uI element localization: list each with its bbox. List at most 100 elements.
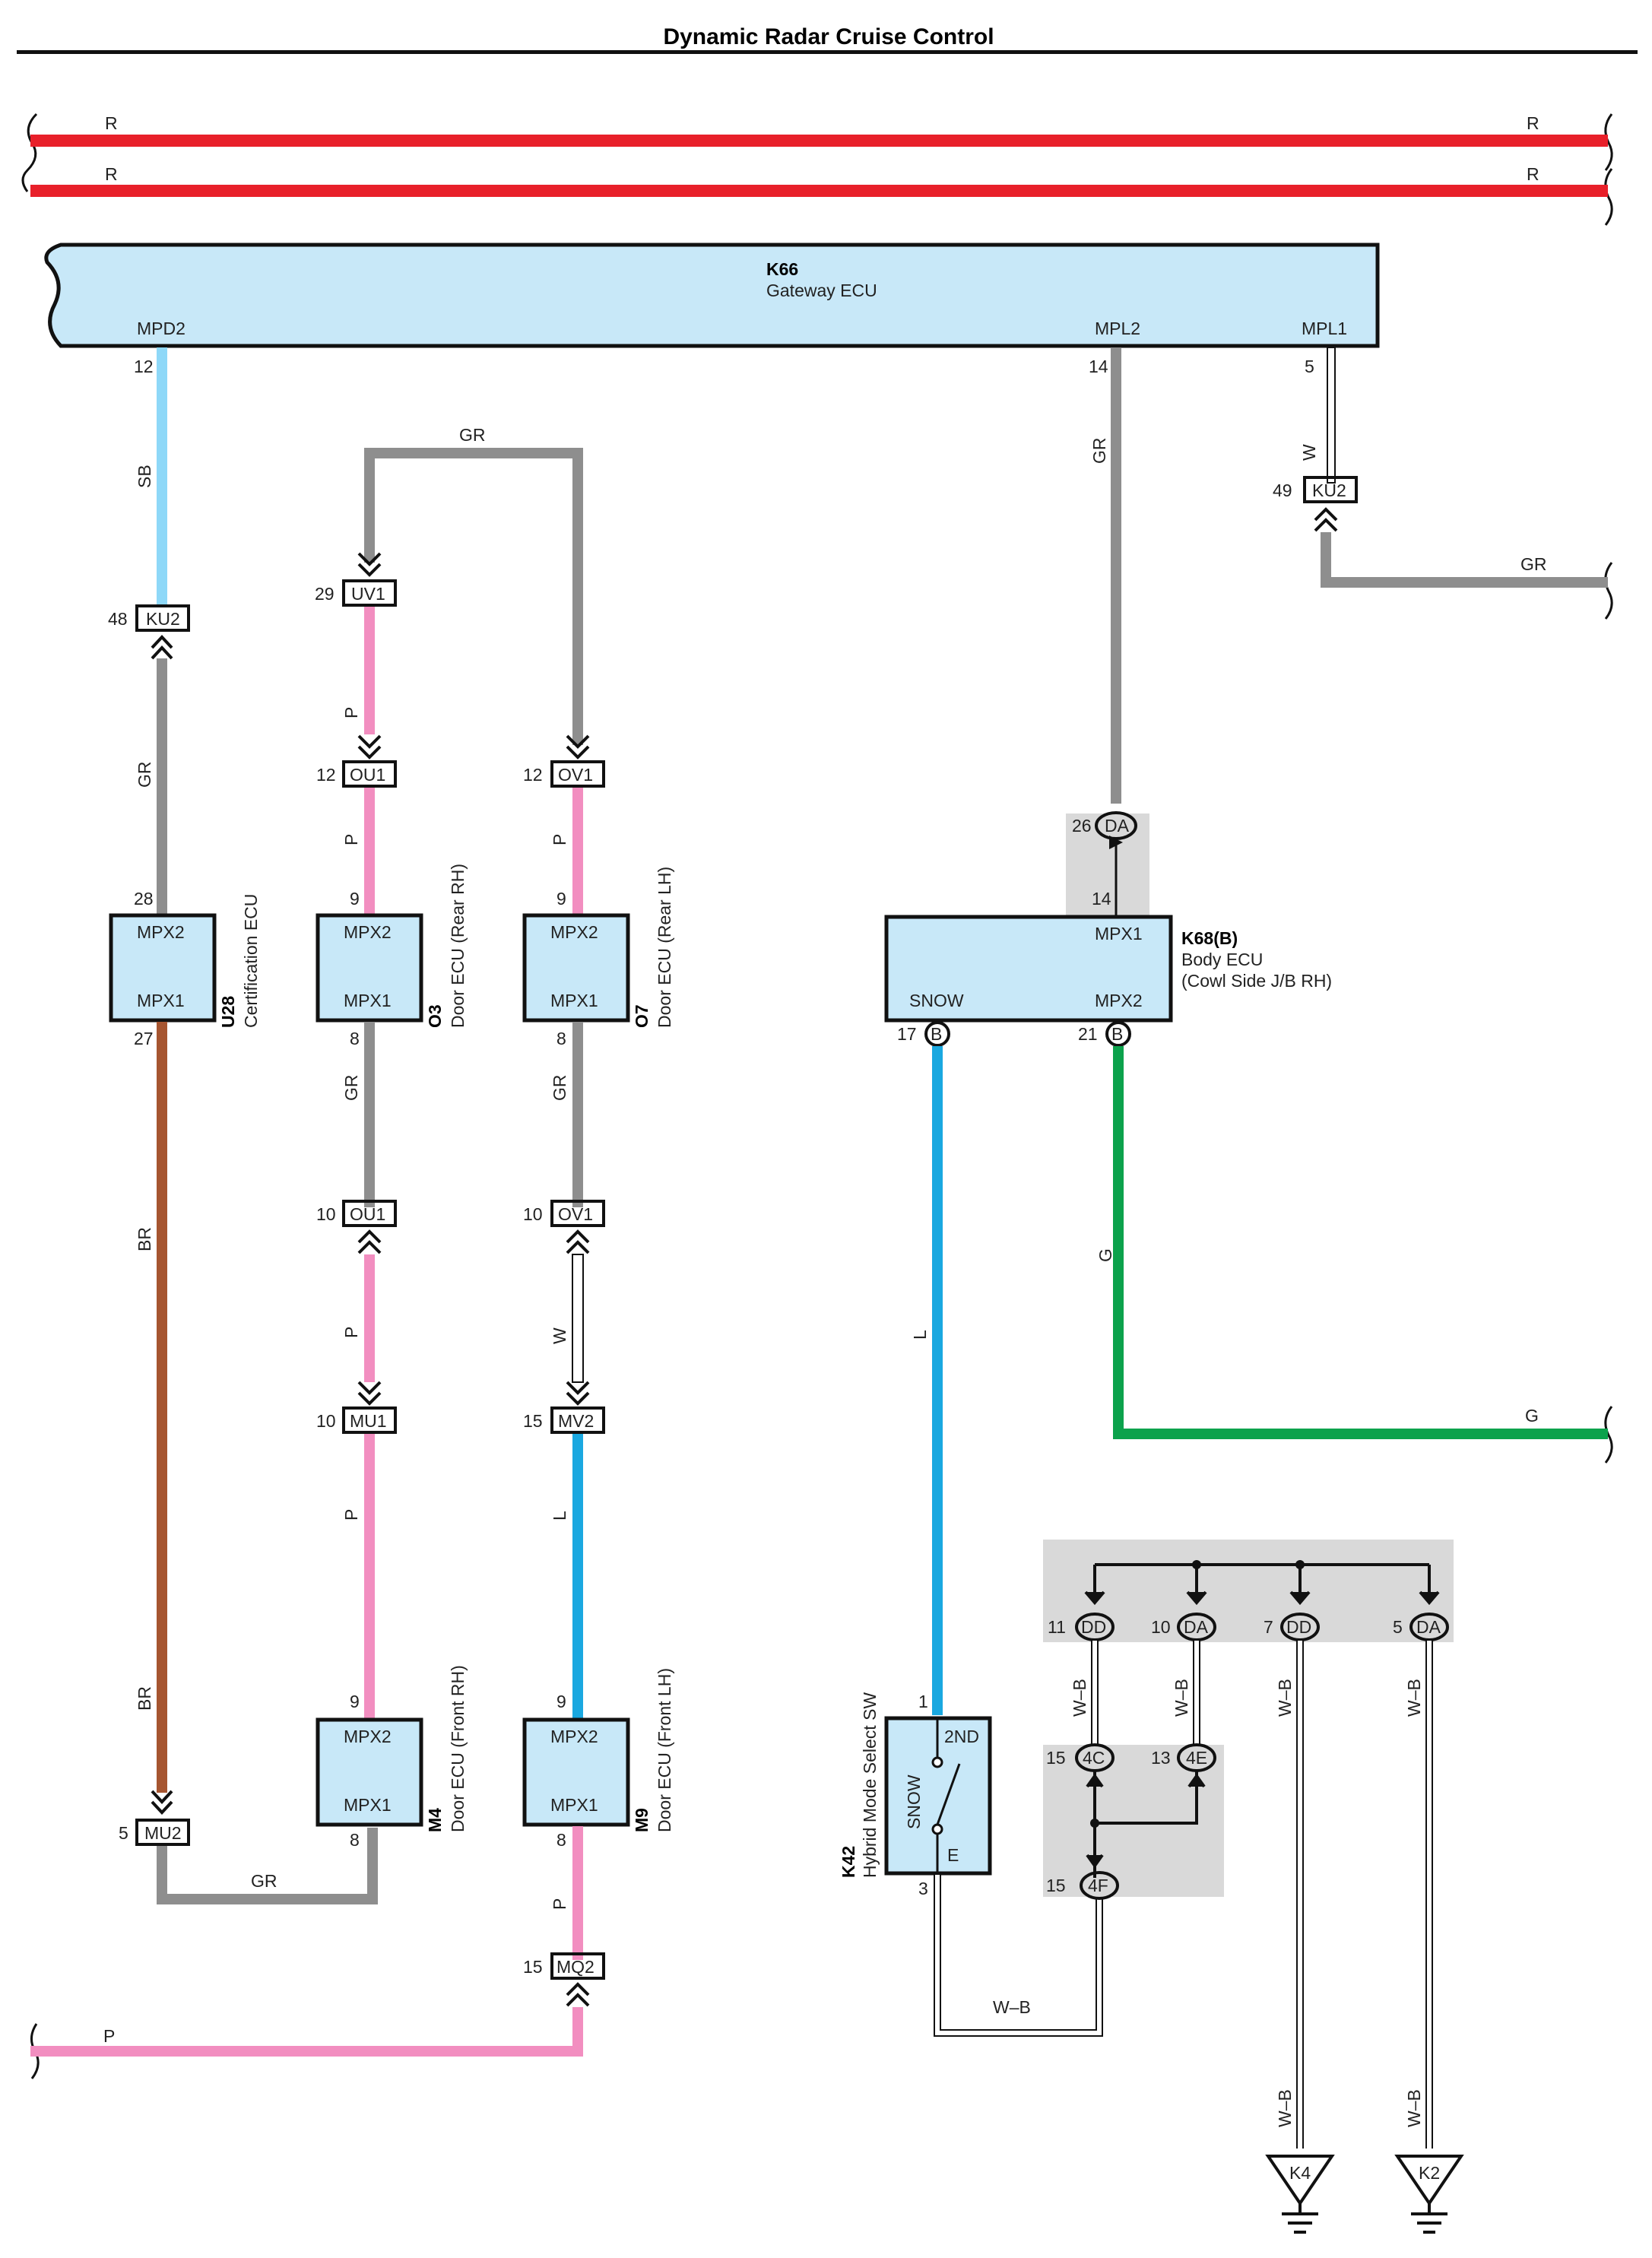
connector-da-26-pin: 26 xyxy=(1072,816,1092,836)
wire-p-ou1-o3 xyxy=(364,788,375,915)
diagram-title: Dynamic Radar Cruise Control xyxy=(663,24,994,49)
u28-mpx2: MPX2 xyxy=(137,922,185,942)
wire-sb xyxy=(157,347,167,604)
connector-4e-label: 4E xyxy=(1186,1748,1207,1768)
connector-mu2 xyxy=(135,1819,190,1846)
connector-da-10-label: DA xyxy=(1184,1617,1209,1637)
o7-pinno-bottom: 8 xyxy=(556,1029,566,1048)
wire-label-gr-o3: GR xyxy=(341,1075,361,1102)
connector-ov1-10-label: OV1 xyxy=(558,1204,593,1224)
wire-p-mu1-m4 xyxy=(364,1434,375,1718)
k42-id: K42 xyxy=(839,1846,858,1878)
m4-mpx1: MPX1 xyxy=(344,1795,392,1815)
connector-mu1-pin: 10 xyxy=(316,1411,336,1431)
wire-w-mpl1 xyxy=(1327,347,1336,484)
o7-id: O7 xyxy=(632,1004,652,1028)
wire-r-1 xyxy=(30,135,1608,147)
mv2-chevron xyxy=(566,1381,590,1406)
m4-door-ecu-front-rh: MPX2 MPX1 M4 Door ECU (Front RH) xyxy=(315,1665,468,1832)
wire-label-gr-right: GR xyxy=(1520,554,1547,574)
ou1-10-chevron xyxy=(357,1229,382,1254)
k68-snow: SNOW xyxy=(909,991,964,1010)
wire-label-wb-k42: W–B xyxy=(993,1997,1031,2017)
k68-mpx2: MPX2 xyxy=(1095,991,1143,1010)
connector-ou1-10 xyxy=(342,1200,397,1227)
connector-4f-label: 4F xyxy=(1088,1876,1108,1895)
connector-da-10-pin: 10 xyxy=(1151,1617,1171,1637)
o7-pinno-top: 9 xyxy=(556,889,566,909)
m9-door-ecu-front-lh: MPX2 MPX1 M9 Door ECU (Front LH) xyxy=(522,1668,674,1832)
k66-pinno-12: 12 xyxy=(134,357,154,376)
wire-label-l-2: L xyxy=(910,1330,930,1340)
u28-mpx1: MPX1 xyxy=(137,991,185,1010)
connector-k68-b-snow-label: B xyxy=(931,1024,942,1044)
wire-g xyxy=(1113,1046,1608,1439)
wire-label-br-1: BR xyxy=(135,1227,154,1251)
connector-4c-label: 4C xyxy=(1083,1748,1105,1768)
m9-mpx2: MPX2 xyxy=(550,1727,598,1746)
wire-l-snow xyxy=(932,1046,943,1715)
connector-ku2-48 xyxy=(135,604,190,632)
connector-mv2-pin: 15 xyxy=(523,1411,543,1431)
k68-pinno-mpx2: 21 xyxy=(1078,1024,1098,1044)
connector-dd-7-pin: 7 xyxy=(1264,1617,1273,1637)
connector-k68-b-mpx2 xyxy=(1105,1021,1131,1047)
connector-dd-11-pin: 11 xyxy=(1048,1617,1066,1637)
wire-label-wb-6: W–B xyxy=(1404,2089,1424,2127)
connector-mq2-label: MQ2 xyxy=(556,1957,595,1977)
o3-pinno-bottom: 8 xyxy=(350,1029,360,1048)
wire-gr-u28 xyxy=(157,658,167,915)
connector-mu1 xyxy=(342,1406,397,1434)
wire-label-wb-3: W–B xyxy=(1275,1679,1295,1717)
k68-pinno-snow: 17 xyxy=(897,1024,917,1044)
ou1-12-chevron xyxy=(357,734,382,760)
wire-gr-o3 xyxy=(364,1022,375,1207)
connector-uv1-label: UV1 xyxy=(351,584,385,604)
connector-ku2-48-pin: 48 xyxy=(108,609,128,629)
connector-4e-pin: 13 xyxy=(1151,1748,1171,1768)
k42-hybrid-mode-select-sw: 2ND SNOW E K42 Hybrid Mode Select SW xyxy=(839,1692,992,1878)
wb-junction-wires xyxy=(1091,1641,1433,2149)
connector-mu2-pin: 5 xyxy=(119,1823,128,1843)
wire-label-wb-5: W–B xyxy=(1275,2089,1295,2127)
m4-pinno-top: 9 xyxy=(350,1692,360,1711)
u28-pinno-bottom: 27 xyxy=(134,1029,154,1048)
connector-da-5 xyxy=(1409,1613,1449,1641)
wire-label-wb-4: W–B xyxy=(1404,1679,1424,1717)
ov1-10-chevron xyxy=(566,1229,590,1254)
wire-label-gr-mpl2: GR xyxy=(1089,438,1109,465)
connector-ku2-49-pin: 49 xyxy=(1273,480,1292,500)
connector-ou1-12-pin: 12 xyxy=(316,765,336,785)
wire-gr-loop-top xyxy=(364,448,583,745)
k42-e: E xyxy=(947,1845,959,1865)
wire-gr-ku2-49 xyxy=(1321,532,1608,588)
k66-pin-mpl2: MPL2 xyxy=(1095,319,1140,338)
wire-gr-mu2-m4 xyxy=(157,1828,378,1904)
k66-pinno-5: 5 xyxy=(1305,357,1314,376)
connector-da-5-label: DA xyxy=(1416,1617,1441,1637)
k66-gateway-ecu: K66 Gateway ECU MPD2 MPL2 MPL1 xyxy=(44,243,1380,348)
ku2-49-chevron xyxy=(1314,507,1338,532)
m4-pinno-bottom: 8 xyxy=(350,1830,360,1850)
wire-label-sb: SB xyxy=(135,465,154,488)
wire-label-p-5: P xyxy=(550,834,569,845)
m9-mpx1: MPX1 xyxy=(550,1795,598,1815)
o3-mpx1: MPX1 xyxy=(344,991,392,1010)
connector-ou1-12-label: OU1 xyxy=(350,765,385,785)
k68-id: K68(B) xyxy=(1181,928,1238,948)
k66-pinno-14: 14 xyxy=(1089,357,1108,376)
k66-pin-mpd2: MPD2 xyxy=(137,319,185,338)
wire-p-uv1-ou1 xyxy=(364,607,375,734)
ku2-48-chevron xyxy=(151,635,173,660)
junction-dot-3 xyxy=(1090,1819,1099,1828)
uv1-chevron xyxy=(357,552,382,577)
ground-k2: K2 xyxy=(1394,2155,1464,2234)
connector-dd-11 xyxy=(1075,1613,1115,1641)
connector-dd-7-label: DD xyxy=(1286,1617,1311,1637)
k42-2nd: 2ND xyxy=(944,1727,979,1746)
u28-name: Certification ECU xyxy=(241,894,261,1028)
ground-k4: K4 xyxy=(1265,2155,1335,2234)
mu1-chevron xyxy=(357,1381,382,1406)
connector-4e xyxy=(1177,1743,1216,1772)
